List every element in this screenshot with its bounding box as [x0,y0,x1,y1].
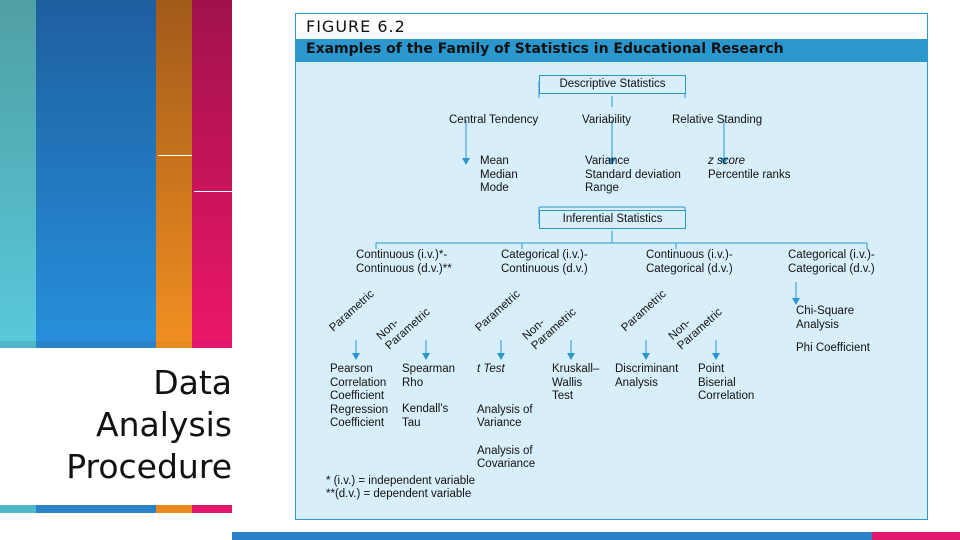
footer-bar [192,505,232,513]
list-item: Pearson [330,363,373,375]
list-item: Mode [480,182,509,194]
figure-panel: FIGURE 6.2 Examples of the Family of Sta… [295,13,928,520]
list-item: Mean [480,155,509,167]
divider-line [194,191,232,192]
pearson-list: Pearson Correlation Coefficient Regressi… [330,363,388,431]
list-item: Rho [402,376,424,389]
figure-number: FIGURE 6.2 [306,17,406,36]
title-line: Procedure [66,447,232,486]
separator-bar [36,341,156,348]
list-item: z score [708,155,746,167]
list-item: Analysis [615,376,658,389]
group-2-heading: Categorical (i.v.)- Continuous (d.v.) [501,249,588,276]
group-line: Continuous (i.v.)- [646,249,733,261]
group-1-heading: Continuous (i.v.)*- Continuous (d.v.)** [356,249,452,276]
list-item: Coefficient [330,417,385,429]
slide-title: Data Analysis Procedure [0,362,232,488]
footer-bar [872,532,960,540]
central-tendency-items: Mean Median Mode [480,155,518,196]
list-item: z score [708,155,790,169]
central-tendency-label: Central Tendency [449,114,539,126]
list-item: Chi-Square [796,305,855,317]
group-line: Continuous (i.v.)*- [356,249,448,261]
group-3-heading: Continuous (i.v.)- Categorical (d.v.) [646,249,733,276]
list-item: Test [552,390,574,402]
list-item: Kruskall– [552,363,600,375]
figure-title-bar [296,39,927,62]
list-item: Spearman [402,363,456,375]
group-line: Categorical (d.v.) [788,262,875,275]
separator-bar [156,341,192,348]
list-item: Kendall's [402,403,449,415]
list-item: Correlation [330,376,387,389]
relative-standing-label: Relative Standing [672,114,763,126]
crimson-band [192,0,232,348]
descriptive-statistics-box: Descriptive Statistics [539,75,686,94]
footnote: **(d.v.) = dependent variable [326,488,472,500]
group-line: Continuous (d.v.)** [356,262,452,275]
figure-title: Examples of the Family of Statistics in … [306,41,784,57]
group-line: Categorical (i.v.)- [501,249,588,261]
list-item: Analysis [796,318,839,331]
list-item: Correlation [698,390,755,402]
list-item: Regression [330,403,389,416]
title-line: Analysis [96,405,232,444]
variability-label: Variability [582,114,631,126]
list-item: Covariance [477,458,536,470]
blue-band [36,0,156,348]
list-item: Analysis of [477,403,533,416]
chi-square-list: Chi-Square Analysis Phi Coefficient [796,305,870,356]
connector-lines [352,80,868,360]
list-item: Phi Coefficient [796,342,870,354]
list-item [402,390,455,391]
point-biserial-list: Point Biserial Correlation [698,363,754,404]
list-item: Variance [477,417,522,429]
list-item: Median [480,168,518,181]
footnote: * (i.v.) = independent variable [326,475,476,487]
list-item: Wallis [552,376,583,389]
list-item: Analysis of [477,444,533,457]
t-test-list: t Test Analysis of Variance Analysis of … [477,363,535,472]
group-line: Categorical (i.v.)- [788,249,875,261]
footer-bar [156,505,192,513]
title-line: Data [153,363,232,402]
list-item: Standard deviation [585,168,681,181]
group-line: Categorical (d.v.) [646,262,733,275]
group-line: Continuous (d.v.) [501,262,588,275]
figure-header [296,14,927,39]
footer-bar [0,505,36,513]
separator-bar [192,341,232,348]
list-item: Point [698,363,725,375]
footer-bar [36,505,156,513]
list-item: Variance [585,155,630,167]
inferential-statistics-box: Inferential Statistics [539,210,686,229]
list-item: Discriminant [615,363,679,375]
relative-standing-items: z score Percentile ranks [708,155,790,182]
list-item: Percentile ranks [708,168,791,181]
footer-bar [232,532,872,540]
teal-band [0,0,36,348]
list-item: Biserial [698,376,736,389]
kruskall-wallis-list: Kruskall– Wallis Test [552,363,599,404]
list-item: Range [585,182,619,194]
discriminant-list: Discriminant Analysis [615,363,678,390]
list-item: t Test [477,363,505,375]
list-item: Tau [402,416,421,429]
variability-items: Variance Standard deviation Range [585,155,681,196]
divider-line [158,155,192,156]
spearman-list: Spearman Rho Kendall's Tau [402,363,455,430]
list-item: Coefficient [330,390,385,402]
group-4-heading: Categorical (i.v.)- Categorical (d.v.) [788,249,875,276]
separator-bar [0,341,36,348]
orange-band [156,0,192,348]
